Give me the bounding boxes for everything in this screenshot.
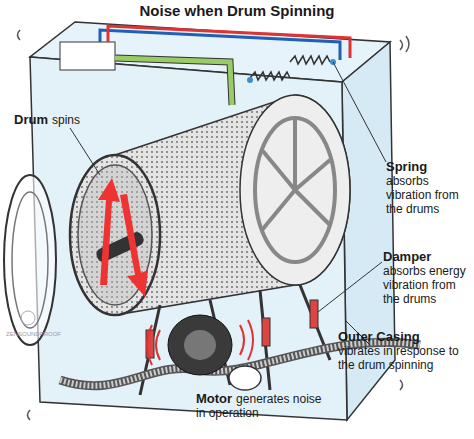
- hose-outline: [115, 58, 232, 105]
- motor-core: [184, 330, 216, 360]
- spring-mount: [247, 77, 253, 83]
- drum-leader: [70, 128, 100, 175]
- watermark: ZENSOUNDPROOF: [6, 327, 66, 341]
- part-description: spins: [52, 113, 80, 127]
- part-description: vibrates in response to the drum spinnin…: [338, 344, 472, 372]
- damper-leader: [318, 262, 382, 312]
- drum-wheel: [255, 118, 335, 262]
- spring-left: [250, 72, 290, 80]
- callout-text: ZENSOUNDPROOF: [6, 327, 66, 341]
- damper: [262, 318, 270, 346]
- diagram-title: Noise when Drum Spinning: [0, 2, 474, 19]
- wheel-spokes: [262, 118, 330, 230]
- control-box: [60, 42, 115, 70]
- hot-pipe: [108, 26, 350, 58]
- spring-right: [290, 56, 330, 64]
- open-door: [4, 175, 56, 345]
- damper: [310, 300, 318, 328]
- part-description: absorbs energy vibration from the drums: [383, 264, 473, 306]
- spin-arrow-down: [120, 194, 148, 297]
- pulley: [229, 366, 261, 390]
- drum-opening: [78, 165, 152, 305]
- spin-arrow-up: [98, 178, 120, 285]
- motor: [168, 315, 232, 375]
- spring-leader: [333, 62, 386, 162]
- callout-text: Outer Casingvibrates in response to the …: [338, 330, 472, 372]
- damper-legs: [140, 285, 330, 395]
- part-name: Drum: [14, 112, 48, 127]
- part-name: Outer Casing: [338, 330, 472, 344]
- callout-text: Damperabsorbs energy vibration from the …: [383, 250, 473, 306]
- detergent-hose: [115, 58, 232, 105]
- drum-front: [70, 155, 160, 315]
- callout-text: Drum spins: [14, 113, 124, 127]
- part-description: absorbs vibration from the drums: [386, 174, 472, 216]
- callout-text: Motorgenerates noise in operation: [196, 392, 326, 420]
- callout-text: Springabsorbs vibration from the drums: [386, 160, 472, 216]
- watermark-logo: [21, 311, 35, 325]
- part-name: Spring: [386, 160, 472, 174]
- drum-back: [240, 95, 350, 285]
- noise-waves: [147, 320, 253, 365]
- part-name: Damper: [383, 250, 473, 264]
- part-name: Motor: [196, 391, 232, 406]
- door-glass: [12, 192, 48, 328]
